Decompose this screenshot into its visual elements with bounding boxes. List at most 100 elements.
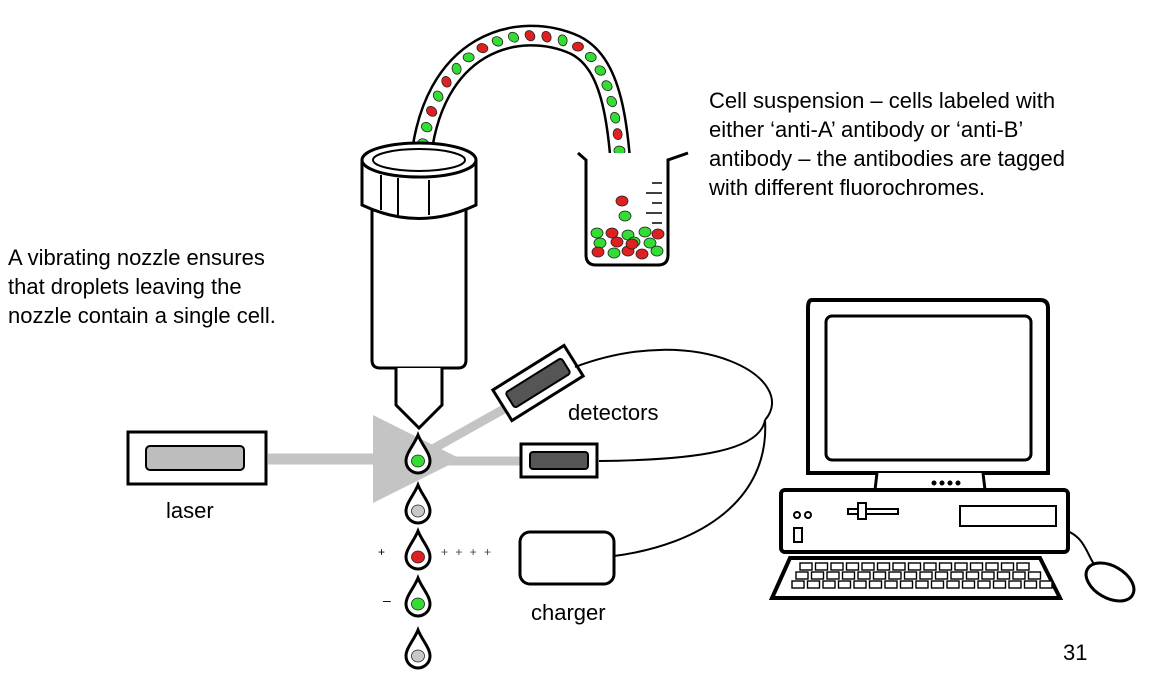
charger bbox=[518, 530, 616, 586]
keyboard-key bbox=[888, 571, 902, 580]
detector-lower bbox=[519, 442, 599, 479]
suspended-cell bbox=[610, 236, 624, 248]
suspended-cell bbox=[625, 238, 639, 250]
keyboard-key bbox=[938, 562, 953, 571]
suspended-cell bbox=[643, 237, 657, 249]
keyboard-key bbox=[946, 580, 960, 589]
suspended-cell bbox=[635, 248, 649, 260]
suspended-cell bbox=[594, 65, 606, 76]
suspended-cell bbox=[491, 36, 504, 47]
keyboard-key bbox=[826, 571, 840, 580]
suspended-cell bbox=[593, 237, 607, 249]
keyboard-key bbox=[903, 571, 918, 580]
keyboard-key bbox=[837, 580, 852, 589]
keyboard-key bbox=[934, 571, 949, 580]
keyboard-key bbox=[853, 580, 867, 589]
keyboard-key bbox=[884, 580, 898, 589]
keyboard-key bbox=[830, 562, 844, 571]
charge-plus-row: + + + + bbox=[441, 545, 494, 559]
keyboard-key bbox=[876, 562, 891, 571]
suspended-cell bbox=[572, 41, 584, 52]
suspended-cell bbox=[650, 245, 664, 257]
keyboard-key bbox=[861, 562, 875, 571]
keyboard-key bbox=[907, 562, 922, 571]
suspended-cell bbox=[557, 34, 568, 47]
suspended-cell bbox=[541, 30, 552, 43]
detector-upper bbox=[490, 343, 586, 423]
keyboard-key bbox=[799, 562, 813, 571]
suspended-cell bbox=[610, 111, 621, 124]
laser-label: laser bbox=[166, 498, 214, 523]
keyboard-key bbox=[1016, 562, 1030, 571]
keyboard-key bbox=[992, 580, 1007, 589]
suspended-cell bbox=[605, 227, 619, 239]
keyboard-key bbox=[841, 571, 856, 580]
keyboard-key bbox=[892, 562, 906, 571]
computer bbox=[768, 298, 1070, 600]
keyboard-key bbox=[996, 571, 1011, 580]
keyboard-key bbox=[1039, 580, 1053, 589]
droplet-cell bbox=[411, 597, 425, 611]
suspended-cell bbox=[591, 246, 605, 258]
keyboard-key bbox=[981, 571, 995, 580]
keyboard-key bbox=[868, 580, 883, 589]
suspended-cell bbox=[607, 247, 621, 259]
keyboard-key bbox=[822, 580, 836, 589]
keyboard-key bbox=[1000, 562, 1015, 571]
keyboard-key bbox=[1023, 580, 1038, 589]
keyboard-key bbox=[899, 580, 914, 589]
detectors-label: detectors bbox=[568, 400, 659, 425]
suspended-cell bbox=[462, 52, 475, 63]
droplet-cell bbox=[411, 649, 425, 663]
charge-minus: – bbox=[383, 592, 391, 608]
suspended-cell bbox=[507, 31, 519, 43]
keyboard-key bbox=[795, 571, 809, 580]
keyboard-keys bbox=[791, 562, 1053, 589]
droplets bbox=[404, 430, 432, 670]
keyboard-key bbox=[954, 562, 968, 571]
keyboard-key bbox=[977, 580, 991, 589]
keyboard-key bbox=[961, 580, 976, 589]
keyboard-key bbox=[969, 562, 984, 571]
vibrating-nozzle-caption: A vibrating nozzle ensures that droplets… bbox=[8, 245, 276, 328]
keyboard-key bbox=[857, 571, 871, 580]
keyboard-key bbox=[791, 580, 805, 589]
beaker-cells bbox=[590, 195, 665, 260]
suspended-cell bbox=[524, 30, 536, 42]
keyboard-key bbox=[814, 562, 829, 571]
suspended-cell bbox=[420, 122, 433, 133]
keyboard-key bbox=[1008, 580, 1022, 589]
suspended-cell bbox=[615, 195, 629, 207]
suspended-cell bbox=[618, 210, 632, 222]
keyboard-key bbox=[845, 562, 860, 571]
keyboard-key bbox=[930, 580, 945, 589]
suspended-cell bbox=[590, 227, 604, 239]
suspended-cell bbox=[612, 128, 623, 140]
keyboard-key bbox=[806, 580, 821, 589]
droplet-cell bbox=[411, 454, 425, 468]
keyboard-key bbox=[923, 562, 937, 571]
keyboard-key bbox=[872, 571, 887, 580]
charge-plus-left: + bbox=[378, 545, 386, 559]
suspended-cell bbox=[601, 80, 613, 91]
suspended-cell bbox=[476, 43, 489, 54]
keyboard-key bbox=[985, 562, 999, 571]
suspended-cell bbox=[451, 62, 462, 75]
keyboard-key bbox=[915, 580, 929, 589]
nozzle-reservoir bbox=[360, 141, 478, 431]
suspended-cell bbox=[584, 52, 597, 62]
keyboard-key bbox=[965, 571, 980, 580]
keyboard-key bbox=[950, 571, 964, 580]
suspended-cell bbox=[651, 228, 665, 240]
droplet-cell bbox=[411, 504, 425, 518]
mouse bbox=[1084, 561, 1136, 603]
keyboard-key bbox=[1027, 571, 1042, 580]
charger-label: charger bbox=[531, 600, 606, 625]
page-number: 31 bbox=[1063, 640, 1088, 665]
suspended-cell bbox=[432, 90, 444, 102]
cell-suspension-caption: Cell suspension – cells labeled with eit… bbox=[709, 88, 1065, 200]
droplet-cell bbox=[411, 550, 425, 564]
suspended-cell bbox=[426, 106, 438, 117]
keyboard-key bbox=[810, 571, 825, 580]
